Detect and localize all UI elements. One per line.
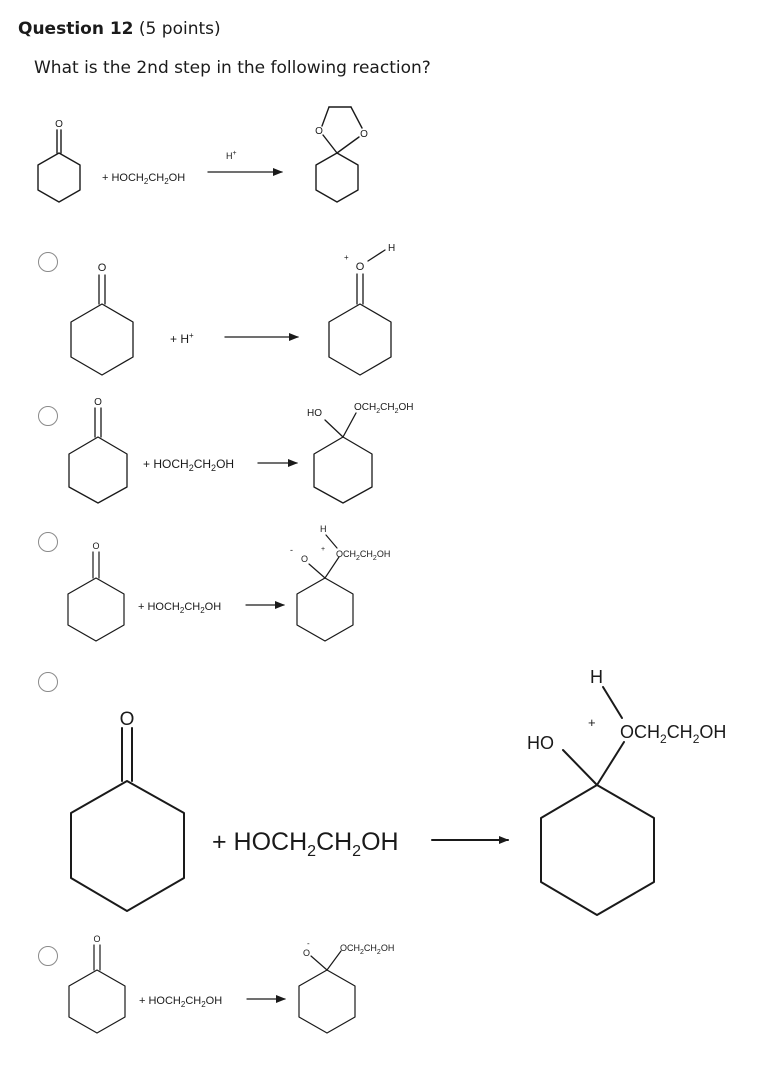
svg-text:O: O [120,709,135,730]
option-a-content: O + H+ O + H [70,243,395,376]
svg-text:O: O [92,541,99,551]
question-prompt: What is the 2nd step in the following re… [34,58,431,78]
reagent-label: + HOCH2CH2OH [139,995,222,1009]
svg-text:O: O [94,397,102,408]
svg-text:+: + [344,253,349,262]
reagent-label: + HOCH2CH2OH [138,601,221,615]
cyclohexanone-structure: O [68,934,126,1034]
alkoxide-intermediate-structure: O - OCH2CH2OH [298,939,394,1034]
svg-text:+: + [588,715,596,730]
option-c-radio[interactable] [38,532,58,552]
cyclohexanone-structure: O [67,541,125,642]
option-b-content: O + HOCH2CH2OH HO OCH2CH2OH [68,397,414,504]
option-a-radio[interactable] [38,252,58,272]
svg-text:-: - [290,545,293,555]
svg-text:O: O [360,129,368,140]
svg-text:O: O [356,261,365,273]
question-header: Question 12 (5 points) [18,19,221,39]
svg-text:OCH2CH2OH: OCH2CH2OH [354,402,414,415]
option-b-radio[interactable] [38,406,58,426]
svg-text:HO: HO [527,733,554,753]
reagent-label: + HOCH2CH2OH [143,457,234,473]
zwitterion-intermediate-structure: O - + H OCH2CH2OH [290,524,390,642]
hemiacetal-structure: HO OCH2CH2OH [307,402,414,504]
protonated-ketone-structure: O + H [328,243,395,376]
svg-text:OCH2CH2OH: OCH2CH2OH [336,549,390,562]
svg-text:O: O [315,126,323,137]
svg-text:OCH2CH2OH: OCH2CH2OH [340,943,394,956]
oxonium-hemiacetal-structure: HO + H OCH2CH2OH [527,667,726,916]
svg-text:+: + [321,546,325,553]
reaction-scheme: O + HOCH2CH2OH H+ O O [37,106,368,203]
svg-text:-: - [307,939,310,948]
acetal-product-structure: O O [315,106,368,203]
option-c-content: O + HOCH2CH2OH O - + H OCH2CH2OH [67,524,390,642]
reagent-label: + HOCH2CH2OH [102,172,185,186]
cyclohexanone-structure: O [37,119,81,203]
option-e-content: O + HOCH2CH2OH O - OCH2CH2OH [68,934,394,1034]
catalyst-label: H+ [226,150,237,161]
svg-text:H: H [388,243,395,254]
svg-text:O: O [301,554,308,564]
cyclohexanone-structure: O [68,397,128,504]
cyclohexanone-structure: O [70,709,185,912]
svg-text:O: O [303,948,310,958]
svg-text:O: O [98,262,107,274]
question-points: (5 points) [138,19,221,39]
proton-label: + H+ [170,331,194,346]
svg-text:H: H [590,667,603,687]
svg-text:HO: HO [307,408,322,419]
reagent-label: + HOCH2CH2OH [212,828,399,860]
oxygen-label: O [55,119,63,130]
option-e-radio[interactable] [38,946,58,966]
svg-text:OCH2CH2OH: OCH2CH2OH [620,722,726,746]
option-d-content: O + HOCH2CH2OH HO + H OCH2CH2OH [70,667,726,916]
question-number: Question 12 [18,19,134,39]
svg-text:O: O [93,934,100,944]
cyclohexanone-structure: O [70,262,134,376]
option-d-radio[interactable] [38,672,58,692]
svg-text:H: H [320,524,327,534]
